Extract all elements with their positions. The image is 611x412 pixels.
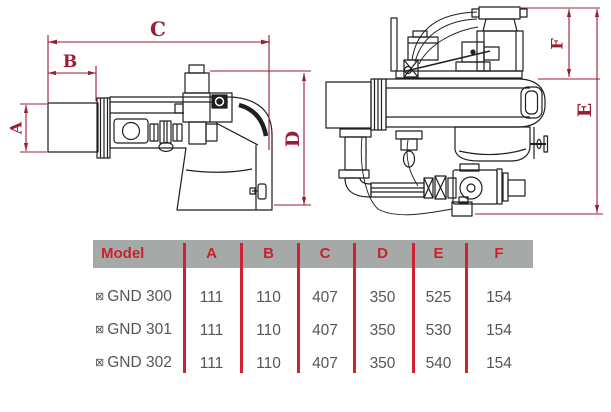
dim-label-e: E — [574, 103, 596, 117]
model-cell: ⊠GND 301 — [93, 313, 183, 348]
column-divider — [183, 243, 186, 373]
front-view-drawing — [325, 6, 549, 217]
model-cell: ⊠GND 302 — [93, 346, 183, 381]
col-header-e: E — [433, 245, 444, 262]
value-cell-c: 407 — [312, 289, 338, 306]
column-divider — [297, 243, 300, 373]
dim-label-c: C — [150, 17, 166, 41]
col-header-d: D — [377, 245, 388, 262]
column-divider — [465, 243, 468, 373]
value-cell-c: 407 — [312, 322, 338, 339]
value-cell-d: 350 — [369, 355, 396, 372]
missing-glyph-icon: ⊠ — [95, 357, 105, 369]
table-row: ⊠GND 302 111 110 407 350 540 154 — [93, 346, 533, 379]
value-cell-b: 110 — [256, 355, 281, 372]
dim-label-b: B — [63, 52, 77, 72]
value-cell-d: 350 — [369, 322, 396, 339]
value-cell-f: 154 — [486, 355, 512, 372]
col-header-model: Model — [101, 245, 145, 262]
column-divider — [240, 243, 243, 373]
table-body: ⊠GND 300 111 110 407 350 525 154 ⊠GND 30… — [93, 280, 533, 379]
front-view-dimensions — [475, 7, 603, 215]
model-name: GND 301 — [107, 321, 172, 338]
table-row: ⊠GND 301 111 110 407 350 530 154 — [93, 313, 533, 346]
dim-label-a: A — [7, 121, 26, 135]
value-cell-f: 154 — [486, 289, 512, 306]
table-header: Model A B C D E F — [93, 240, 533, 268]
column-divider — [353, 243, 356, 373]
value-cell-e: 525 — [425, 289, 452, 306]
value-cell-a: 111 — [199, 322, 224, 339]
col-header-c: C — [319, 245, 331, 262]
model-cell: ⊠GND 300 — [93, 280, 183, 315]
value-cell-e: 540 — [425, 355, 452, 372]
dim-label-f: F — [548, 38, 567, 50]
side-view-dimensions — [20, 35, 311, 206]
value-cell-e: 530 — [425, 322, 452, 339]
table-row: ⊠GND 300 111 110 407 350 525 154 — [93, 280, 533, 313]
col-header-a: A — [206, 245, 217, 262]
model-name: GND 300 — [107, 288, 172, 305]
value-cell-a: 111 — [199, 355, 224, 372]
value-cell-b: 110 — [256, 322, 281, 339]
dim-label-d: D — [282, 131, 304, 147]
value-cell-f: 154 — [486, 322, 512, 339]
missing-glyph-icon: ⊠ — [95, 324, 105, 336]
value-cell-d: 350 — [369, 289, 396, 306]
side-view-drawing — [47, 64, 273, 211]
value-cell-c: 407 — [312, 355, 338, 372]
technical-drawing: C B A D — [7, 6, 603, 217]
missing-glyph-icon: ⊠ — [95, 291, 105, 303]
model-name: GND 302 — [107, 354, 172, 371]
col-header-f: F — [494, 245, 504, 262]
column-divider — [412, 243, 415, 373]
dimension-table: Model A B C D E F ⊠GND 300 111 110 407 3… — [93, 240, 533, 379]
value-cell-a: 111 — [199, 289, 224, 306]
value-cell-b: 110 — [256, 289, 281, 306]
col-header-b: B — [263, 245, 274, 262]
